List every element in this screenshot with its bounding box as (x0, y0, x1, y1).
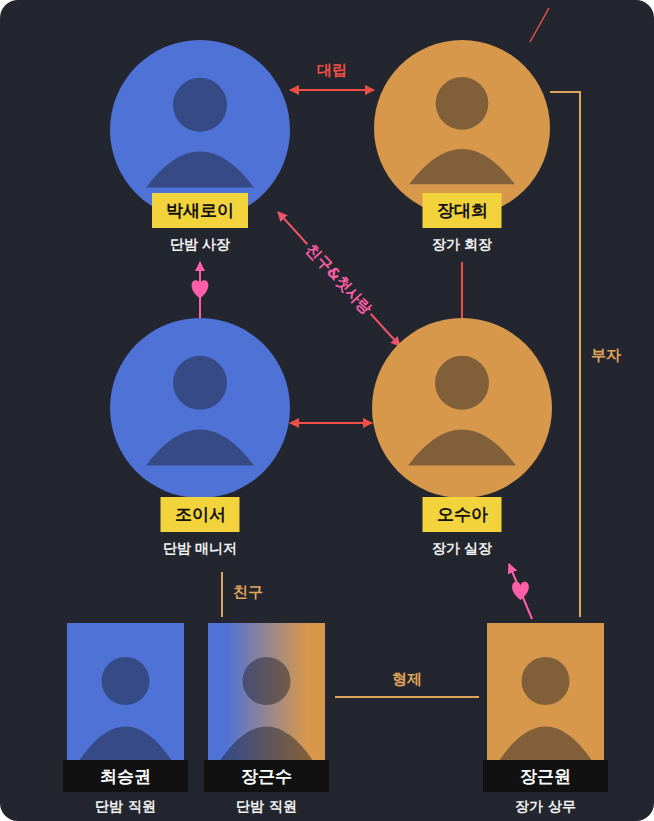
character-name: 오수아 (423, 497, 502, 532)
character-name: 장근수 (204, 760, 329, 792)
portrait-square (208, 623, 325, 760)
character-name: 장근원 (483, 760, 608, 792)
character-role: 단밤 사장 (170, 235, 231, 253)
portrait-ground (487, 623, 604, 760)
heart-symbol (512, 582, 529, 600)
relation-connector (461, 262, 463, 318)
relation-connector (335, 696, 479, 698)
relation-connector (550, 92, 580, 617)
portrait-ground (110, 318, 290, 498)
character-circle: 장대희장가 회장 (374, 40, 550, 255)
portrait-circle (374, 40, 550, 216)
character-name: 장대희 (423, 193, 502, 228)
character-role: 단밤 직원 (95, 797, 156, 815)
portrait-circle (110, 318, 290, 498)
silhouette-head (102, 657, 150, 705)
silhouette-head (435, 356, 489, 410)
relation-label: 친구&첫사랑 (300, 238, 379, 320)
character-role: 장가 회장 (432, 235, 493, 253)
silhouette-body (80, 727, 172, 761)
silhouette-body (409, 149, 515, 184)
character-name: 최승권 (63, 760, 188, 792)
portrait-ground (67, 623, 184, 760)
character-card: 장근수단밤 직원 (204, 623, 329, 815)
character-circle: 오수아장가 실장 (372, 318, 552, 558)
silhouette-head (436, 77, 489, 130)
silhouette-body (146, 430, 254, 466)
character-name: 박새로이 (152, 193, 248, 228)
silhouette-body (146, 152, 254, 188)
portrait-circle (372, 318, 552, 498)
relation-connector (290, 89, 374, 91)
portrait-ground (374, 40, 550, 216)
silhouette-head (243, 657, 291, 705)
relation-connector (509, 564, 532, 619)
character-card: 최승권단밤 직원 (63, 623, 188, 815)
relation-label: 부자 (588, 345, 624, 365)
character-role: 단밤 매니저 (163, 539, 238, 557)
relation-label: 대립 (314, 60, 350, 80)
portrait-square (487, 623, 604, 760)
character-role: 장가 상무 (515, 797, 576, 815)
relation-connector (290, 422, 372, 424)
relation-label: 친구 (230, 582, 266, 602)
portrait-ground (208, 623, 325, 760)
offscreen-relation-line (530, 8, 549, 42)
silhouette-body (221, 727, 313, 761)
character-name: 조이서 (161, 497, 240, 532)
silhouette-body (500, 727, 592, 761)
silhouette-head (173, 78, 227, 132)
silhouette-head (522, 657, 570, 705)
relation-label: 형제 (389, 669, 425, 689)
character-role: 장가 실장 (432, 539, 493, 557)
character-role: 단밤 직원 (236, 797, 297, 815)
relation-connector (278, 212, 400, 346)
character-circle: 조이서단밤 매니저 (110, 318, 290, 558)
portrait-square (67, 623, 184, 760)
portrait-ground (372, 318, 552, 498)
portrait-circle (110, 40, 290, 220)
character-circle: 박새로이단밤 사장 (110, 40, 290, 255)
silhouette-head (173, 356, 227, 410)
silhouette-body (408, 430, 516, 466)
relation-connector (221, 572, 223, 617)
heart-symbol (192, 280, 209, 298)
portrait-ground (110, 40, 290, 220)
character-card: 장근원장가 상무 (483, 623, 608, 815)
